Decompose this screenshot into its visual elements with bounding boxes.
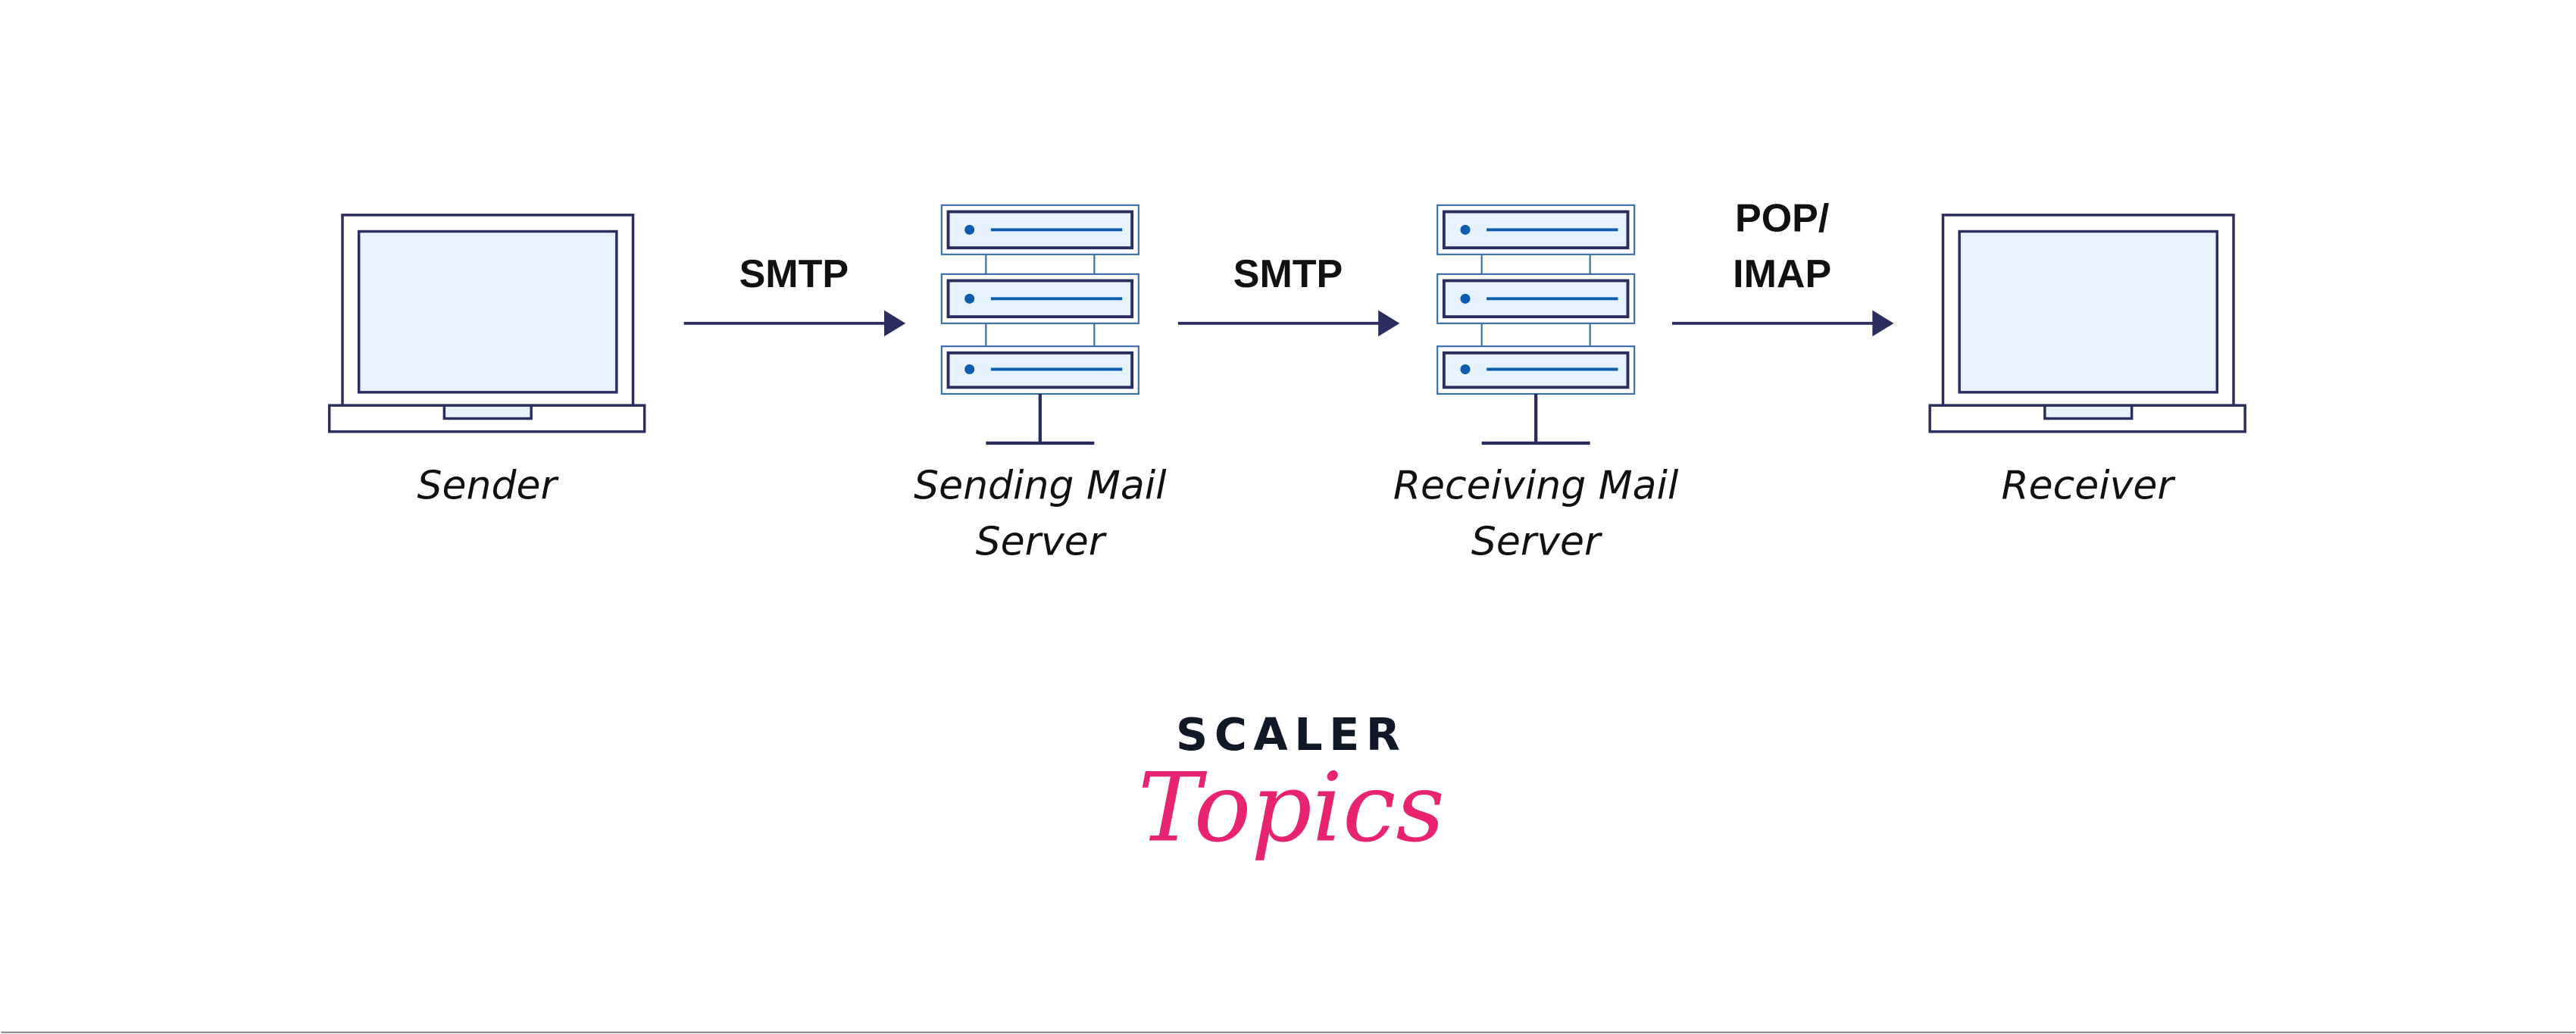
arrow-icon bbox=[1672, 310, 1894, 337]
sender-laptop-icon bbox=[327, 214, 646, 433]
logo-topics-text: Topics bbox=[1138, 751, 1445, 863]
sending-server-label-line1: Sending Mail bbox=[914, 464, 1167, 509]
receiving-server-label-line2: Server bbox=[1471, 519, 1603, 564]
arrow-icon bbox=[683, 310, 906, 337]
smtp-label-1: SMTP bbox=[739, 252, 849, 296]
imap-label: IMAP bbox=[1733, 252, 1831, 296]
receiver-laptop-icon bbox=[1928, 214, 2246, 433]
receiving-server-label-line1: Receiving Mail bbox=[1393, 464, 1679, 509]
sending-server-label-line2: Server bbox=[976, 519, 1108, 564]
scaler-topics-logo: SCALER Topics bbox=[1138, 709, 1445, 863]
pop-label: POP/ bbox=[1735, 197, 1829, 241]
receiving-server-icon bbox=[1436, 204, 1636, 445]
arrow-icon bbox=[1177, 310, 1400, 337]
smtp-label-2: SMTP bbox=[1233, 252, 1343, 296]
sender-label: Sender bbox=[417, 464, 559, 509]
logo-scaler-text: SCALER bbox=[1176, 709, 1407, 761]
receiver-label: Receiver bbox=[2002, 464, 2177, 509]
sending-server-icon bbox=[940, 204, 1140, 445]
